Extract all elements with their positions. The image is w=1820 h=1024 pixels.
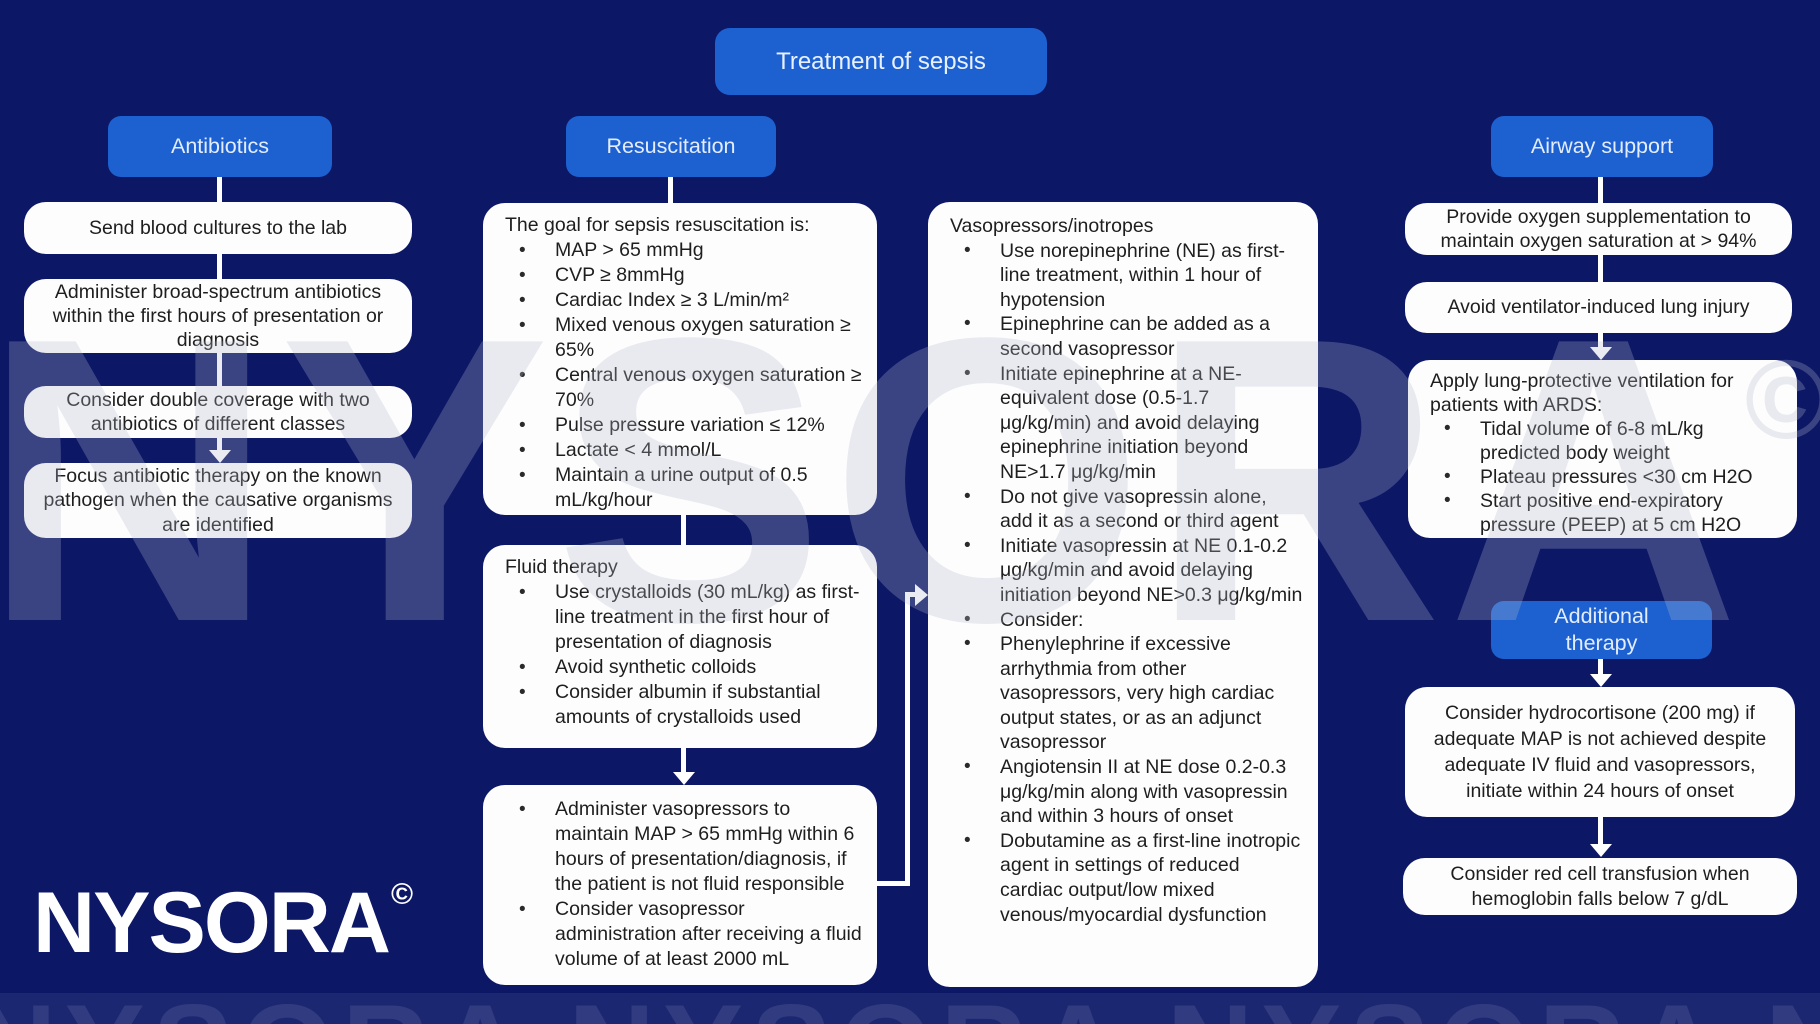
- connector-line: [217, 353, 222, 386]
- nysora-logo: NYSORA©: [33, 878, 414, 967]
- antibiotics-header: Antibiotics: [108, 116, 332, 177]
- antibiotics-header-label: Antibiotics: [171, 134, 269, 159]
- antibiotics-box-broad-spectrum: Administer broad-spectrum antibiotics wi…: [24, 279, 412, 353]
- fluid-box-title: Fluid therapy: [505, 556, 618, 578]
- box-text: Send blood cultures to the lab: [88, 216, 347, 239]
- resuscitation-header-label: Resuscitation: [606, 134, 736, 159]
- box-text: Consider double coverage with two antibi…: [66, 388, 370, 435]
- goals-bullet-list: MAP > 65 mmHgCVP ≥ 8mmHgCardiac Index ≥ …: [505, 238, 863, 513]
- bullet-item: Tidal volume of 6-8 mL/kg predicted body…: [1430, 417, 1783, 465]
- oxygen-supplementation-box: Provide oxygen supplementation to mainta…: [1405, 203, 1792, 255]
- box-text: Focus antibiotic therapy on the known pa…: [43, 465, 393, 536]
- bullet-item: Initiate epinephrine at a NE-equivalent …: [950, 362, 1304, 485]
- arrow-down-icon: [209, 450, 231, 463]
- airway-header-label: Airway support: [1530, 134, 1674, 159]
- additional-header-label: Additional therapy: [1554, 604, 1649, 655]
- red-cell-transfusion-box: Consider red cell transfusion when hemog…: [1403, 858, 1797, 915]
- bullet-item: Maintain a urine output of 0.5 mL/kg/hou…: [505, 463, 863, 513]
- box-text: Provide oxygen supplementation to mainta…: [1440, 205, 1757, 252]
- bullet-item: Phenylephrine if excessive arrhythmia fr…: [950, 632, 1304, 755]
- diagram-title: Treatment of sepsis: [715, 28, 1047, 95]
- bullet-item: Lactate < 4 mmol/L: [505, 438, 863, 463]
- bullet-item: Use norepinephrine (NE) as first-line tr…: [950, 239, 1304, 313]
- antibiotics-box-focus-therapy: Focus antibiotic therapy on the known pa…: [24, 463, 412, 538]
- bullet-item: Start positive end-expiratory pressure (…: [1430, 489, 1783, 537]
- bullet-item: Mixed venous oxygen saturation ≥ 65%: [505, 313, 863, 363]
- bullet-item: MAP > 65 mmHg: [505, 238, 863, 263]
- box-text: Consider hydrocortisone (200 mg) if adeq…: [1433, 702, 1767, 802]
- ards-bullet-list: Tidal volume of 6-8 mL/kg predicted body…: [1430, 417, 1783, 537]
- vasopressors-bullet-list: Use norepinephrine (NE) as first-line tr…: [950, 239, 1304, 928]
- connector-elbow-horizontal: [877, 881, 910, 886]
- lung-protective-ventilation-box: Apply lung-protective ventilation for pa…: [1408, 360, 1797, 538]
- connector-line: [1598, 333, 1603, 348]
- connector-line: [681, 748, 686, 773]
- bullet-item: Plateau pressures <30 cm H2O: [1430, 465, 1783, 489]
- vasopressors-box-title: Vasopressors/inotropes: [950, 215, 1154, 237]
- administer-vasopressors-box: Administer vasopressors to maintain MAP …: [483, 785, 877, 985]
- bottom-strip: NYSORA NYSORA NYSORA NYSORA: [0, 993, 1820, 1024]
- copyright-icon: ©: [390, 878, 414, 911]
- nysora-logo-text: NYSORA: [33, 875, 391, 971]
- connector-line: [217, 438, 222, 452]
- connector-line: [1598, 817, 1603, 846]
- bullet-item: Initiate vasopressin at NE 0.1-0.2 μg/kg…: [950, 534, 1304, 608]
- fluid-therapy-box: Fluid therapy Use crystalloids (30 mL/kg…: [483, 545, 877, 748]
- arrow-down-icon: [1590, 347, 1612, 360]
- arrow-down-icon: [1590, 844, 1612, 857]
- ards-box-title: Apply lung-protective ventilation for pa…: [1430, 370, 1734, 416]
- bullet-item: Dobutamine as a first-line inotropic age…: [950, 829, 1304, 927]
- bullet-item: Avoid synthetic colloids: [505, 655, 863, 680]
- airway-support-header: Airway support: [1491, 116, 1713, 177]
- connector-line: [681, 515, 686, 545]
- connector-line: [1598, 255, 1603, 282]
- bottom-strip-letters: NYSORA NYSORA NYSORA NYSORA: [0, 993, 1820, 1024]
- bullet-item: Consider:: [950, 608, 1304, 633]
- bullet-item: Epinephrine can be added as a second vas…: [950, 312, 1304, 361]
- bullet-item: Cardiac Index ≥ 3 L/min/m²: [505, 288, 863, 313]
- bullet-item: CVP ≥ 8mmHg: [505, 263, 863, 288]
- connector-elbow-vertical: [905, 592, 910, 886]
- antibiotics-box-blood-cultures: Send blood cultures to the lab: [24, 202, 412, 254]
- hydrocortisone-box: Consider hydrocortisone (200 mg) if adeq…: [1405, 687, 1795, 817]
- antibiotics-box-double-coverage: Consider double coverage with two antibi…: [24, 386, 412, 438]
- connector-elbow-top: [905, 592, 917, 597]
- arrow-down-icon: [673, 772, 695, 785]
- bullet-item: Do not give vasopressin alone, add it as…: [950, 485, 1304, 534]
- bullet-item: Use crystalloids (30 mL/kg) as first-lin…: [505, 580, 863, 655]
- connector-line: [1598, 659, 1603, 676]
- bullet-item: Angiotensin II at NE dose 0.2-0.3 μg/kg/…: [950, 755, 1304, 829]
- bullet-item: Administer vasopressors to maintain MAP …: [505, 797, 863, 897]
- arrow-right-icon: [915, 584, 928, 606]
- resuscitation-goals-box: The goal for sepsis resuscitation is: MA…: [483, 203, 877, 515]
- bullet-item: Consider vasopressor administration afte…: [505, 897, 863, 972]
- diagram-title-label: Treatment of sepsis: [776, 47, 986, 75]
- fluid-bullet-list: Use crystalloids (30 mL/kg) as first-lin…: [505, 580, 863, 730]
- bullet-item: Pulse pressure variation ≤ 12%: [505, 413, 863, 438]
- vasopressors-inotropes-box: Vasopressors/inotropes Use norepinephrin…: [928, 202, 1318, 987]
- administer-bullet-list: Administer vasopressors to maintain MAP …: [505, 797, 863, 972]
- bullet-item: Central venous oxygen saturation ≥ 70%: [505, 363, 863, 413]
- connector-line: [1598, 177, 1603, 203]
- box-text: Avoid ventilator-induced lung injury: [1447, 296, 1750, 319]
- resuscitation-header: Resuscitation: [566, 116, 776, 177]
- box-text: Consider red cell transfusion when hemog…: [1450, 863, 1750, 910]
- additional-therapy-header: Additional therapy: [1491, 601, 1712, 659]
- avoid-ventilator-injury-box: Avoid ventilator-induced lung injury: [1405, 282, 1792, 333]
- bullet-item: Consider albumin if substantial amounts …: [505, 680, 863, 730]
- arrow-down-icon: [1590, 674, 1612, 687]
- connector-line: [217, 177, 222, 202]
- goals-box-title: The goal for sepsis resuscitation is:: [505, 214, 810, 236]
- connector-line: [217, 254, 222, 279]
- connector-line: [668, 177, 673, 203]
- box-text: Administer broad-spectrum antibiotics wi…: [52, 280, 384, 352]
